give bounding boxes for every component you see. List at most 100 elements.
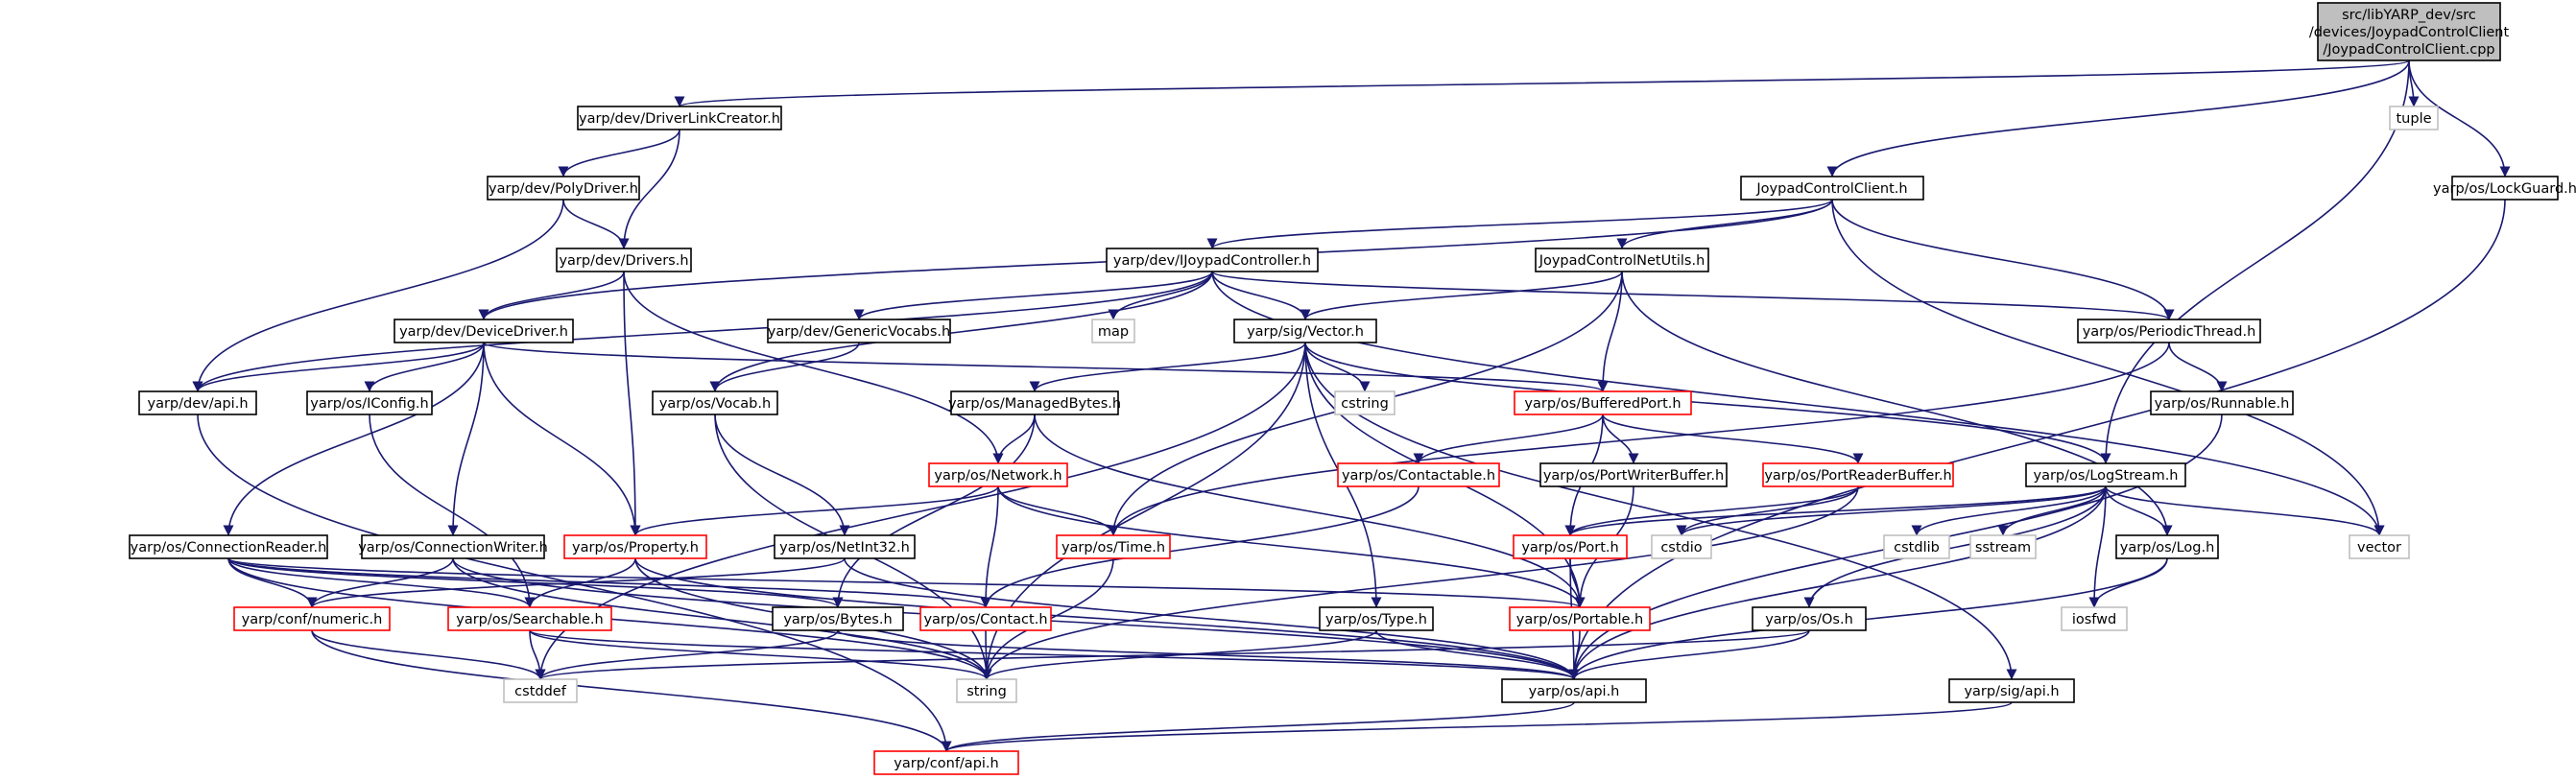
node-ostime[interactable]: yarp/os/Time.h — [1056, 534, 1171, 559]
edge-drivers-to-property — [623, 271, 641, 536]
node-box — [563, 534, 707, 559]
edge-path — [714, 414, 850, 536]
node-portreaderbuffer[interactable]: yarp/os/PortReaderBuffer.h — [1762, 462, 1954, 487]
node-label: yarp/os/api.h — [1529, 684, 1620, 699]
node-devicedriver[interactable]: yarp/dev/DeviceDriver.h — [394, 319, 574, 343]
node-label: yarp/dev/DeviceDriver.h — [399, 324, 568, 340]
edge-path — [1597, 271, 1623, 392]
node-box — [1091, 319, 1135, 343]
node-lockguard[interactable]: yarp/os/LockGuard.h — [2433, 176, 2576, 201]
node-polydriver[interactable]: yarp/dev/PolyDriver.h — [487, 176, 640, 201]
edge-logstream-to-port — [1564, 485, 2107, 536]
node-netutils[interactable]: JoypadControlNetUtils.h — [1535, 248, 1709, 272]
node-box — [873, 750, 1019, 775]
node-osapi[interactable]: yarp/os/api.h — [1501, 678, 1647, 703]
node-box — [1752, 606, 1867, 631]
node-contact[interactable]: yarp/os/Contact.h — [919, 606, 1052, 631]
node-confapi[interactable]: yarp/conf/api.h — [873, 750, 1019, 775]
node-genericvocabs[interactable]: yarp/dev/GenericVocabs.h — [767, 319, 951, 343]
edge-network-to-property — [630, 485, 999, 536]
edge-ijoypad-to-map — [1108, 271, 1213, 320]
edge-devicedriver-to-connreader — [223, 342, 485, 536]
node-label: yarp/os/Property.h — [572, 540, 699, 555]
node-box — [1740, 176, 1924, 201]
edge-path — [1413, 414, 1604, 464]
node-label: yarp/os/Time.h — [1061, 540, 1165, 555]
node-label: /devices/JoypadControlClient — [2309, 25, 2510, 40]
node-label: iosfwd — [2072, 612, 2116, 627]
node-os[interactable]: yarp/os/Os.h — [1752, 606, 1867, 631]
edge-periodicthread-to-runnable — [2168, 342, 2228, 392]
node-label: yarp/os/LogStream.h — [2034, 468, 2179, 484]
node-box — [233, 606, 391, 631]
edge-connreader-to-bytes — [227, 557, 844, 608]
edge-connwriter-to-numeric — [306, 557, 454, 608]
edge-path — [1911, 485, 2107, 536]
edge-lockguard-to-osapi — [1568, 199, 2506, 680]
node-label: yarp/os/Searchable.h — [456, 612, 603, 627]
edge-path — [1029, 342, 1306, 392]
edge-path — [1564, 485, 2107, 536]
edge-os-to-osapi — [1568, 629, 1810, 680]
node-runnable[interactable]: yarp/os/Runnable.h — [2150, 390, 2294, 415]
node-label: yarp/dev/DriverLinkCreator.h — [579, 111, 780, 127]
edge-path — [997, 485, 1119, 536]
node-root: src/libYARP_dev/src/devices/JoypadContro… — [2309, 2, 2510, 61]
node-property[interactable]: yarp/os/Property.h — [563, 534, 707, 559]
edge-path — [1602, 414, 1639, 464]
edge-path — [1206, 199, 1833, 249]
node-box — [2061, 606, 2128, 631]
node-numeric[interactable]: yarp/conf/numeric.h — [233, 606, 391, 631]
node-sigvector[interactable]: yarp/sig/Vector.h — [1233, 319, 1377, 343]
edge-path — [709, 342, 860, 392]
node-bufferedport[interactable]: yarp/os/BufferedPort.h — [1514, 390, 1692, 415]
node-portwriterbuffer[interactable]: yarp/os/PortWriterBuffer.h — [1539, 462, 1728, 487]
node-connreader[interactable]: yarp/os/ConnectionReader.h — [129, 534, 328, 559]
node-box — [956, 678, 1017, 703]
edge-connwriter-to-string — [452, 557, 992, 680]
node-box — [2349, 534, 2410, 559]
node-sigapi[interactable]: yarp/sig/api.h — [1948, 678, 2075, 703]
edge-path — [1034, 414, 1586, 608]
node-label: yarp/os/Log.h — [2120, 540, 2215, 555]
node-joypadclient_h[interactable]: JoypadControlClient.h — [1740, 176, 1924, 201]
node-tuple: tuple — [2389, 106, 2439, 130]
node-iconfig[interactable]: yarp/os/IConfig.h — [306, 390, 433, 415]
node-box — [1319, 606, 1434, 631]
node-box — [447, 606, 612, 631]
node-network[interactable]: yarp/os/Network.h — [928, 462, 1068, 487]
node-label: sstream — [1975, 540, 2031, 555]
node-sstream: sstream — [1969, 534, 2037, 559]
node-contactable[interactable]: yarp/os/Contactable.h — [1337, 462, 1500, 487]
node-netint32[interactable]: yarp/os/NetInt32.h — [774, 534, 916, 559]
node-oslog[interactable]: yarp/os/Log.h — [2115, 534, 2219, 559]
edge-path — [311, 629, 952, 752]
node-type[interactable]: yarp/os/Type.h — [1319, 606, 1434, 631]
edge-path — [997, 485, 1586, 608]
node-ijoypad[interactable]: yarp/dev/IJoypadController.h — [1106, 248, 1319, 272]
node-logstream[interactable]: yarp/os/LogStream.h — [2025, 462, 2186, 487]
node-periodicthread[interactable]: yarp/os/PeriodicThread.h — [2077, 319, 2261, 343]
edge-path — [562, 199, 630, 249]
node-connwriter[interactable]: yarp/os/ConnectionWriter.h — [358, 534, 548, 559]
edge-path — [306, 557, 454, 608]
node-vocab[interactable]: yarp/os/Vocab.h — [652, 390, 778, 415]
node-managedbytes[interactable]: yarp/os/ManagedBytes.h — [948, 390, 1121, 415]
node-box — [1651, 534, 1712, 559]
node-label: cstring — [1341, 396, 1389, 412]
node-drivers[interactable]: yarp/dev/Drivers.h — [556, 248, 692, 272]
node-box — [2317, 2, 2501, 61]
edge-netint32-to-osapi — [844, 557, 1580, 680]
edge-path — [941, 701, 1575, 752]
edge-path — [618, 129, 680, 249]
edge-managedbytes-to-bytes — [832, 414, 1036, 608]
node-searchable[interactable]: yarp/os/Searchable.h — [447, 606, 612, 631]
node-label: cstddef — [514, 684, 567, 699]
node-devapi[interactable]: yarp/dev/api.h — [138, 390, 257, 415]
node-bytes[interactable]: yarp/os/Bytes.h — [772, 606, 904, 631]
node-portable[interactable]: yarp/os/Portable.h — [1509, 606, 1651, 631]
edge-bufferedport-to-portreaderbuffer — [1602, 414, 1864, 464]
node-port[interactable]: yarp/os/Port.h — [1513, 534, 1628, 559]
edge-searchable-to-osapi — [529, 629, 1580, 680]
node-driverlinkcreator[interactable]: yarp/dev/DriverLinkCreator.h — [577, 106, 782, 130]
